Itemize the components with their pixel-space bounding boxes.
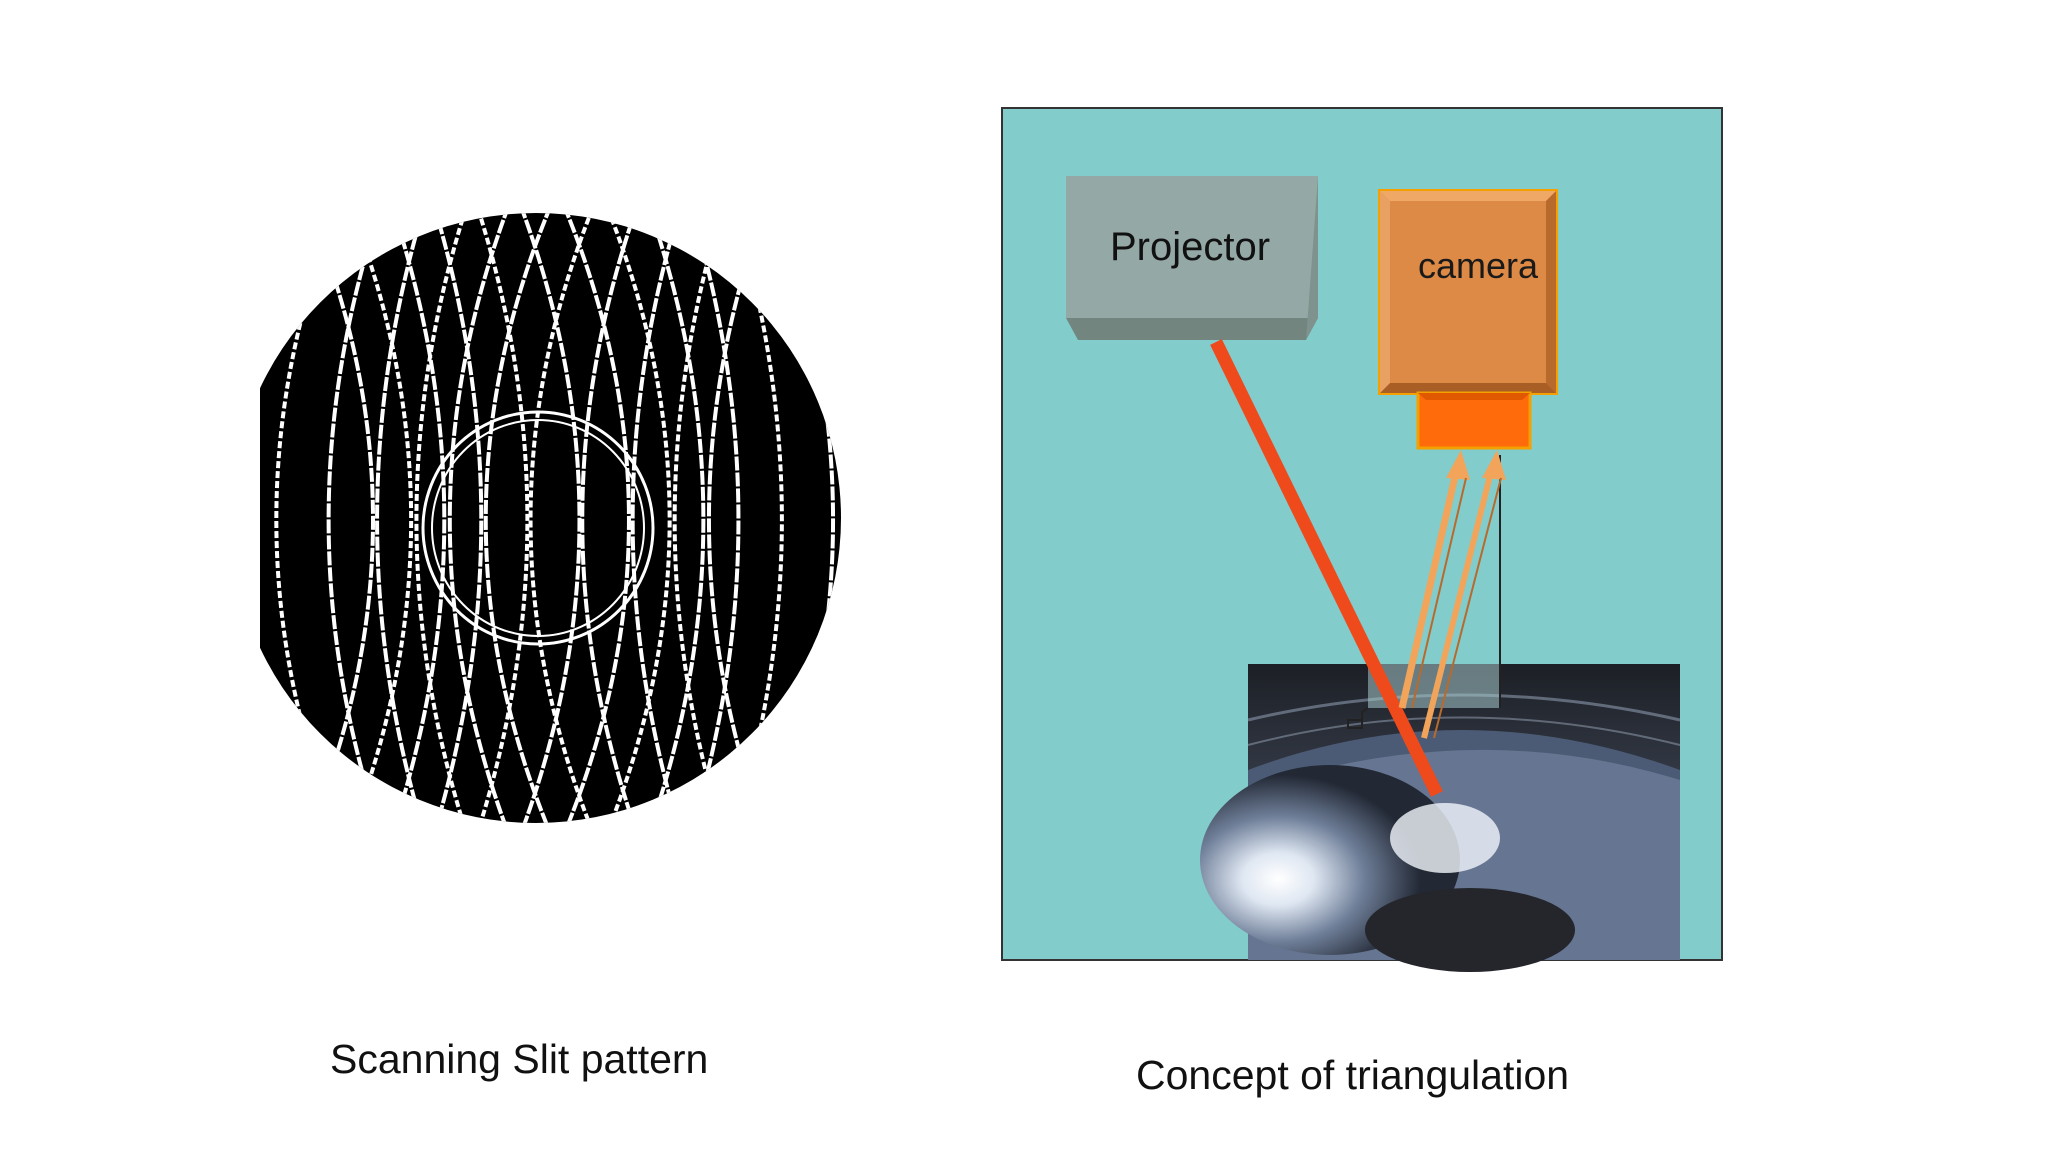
camera-label: camera xyxy=(1418,245,1539,286)
scanning-slit-disc xyxy=(260,213,841,823)
camera-lens xyxy=(1416,391,1532,450)
slit-line xyxy=(512,213,582,823)
slit-line xyxy=(580,213,645,823)
projector-beam xyxy=(1210,339,1443,797)
slit-line xyxy=(672,213,731,823)
projector-label: Projector xyxy=(1110,225,1270,269)
slit-line xyxy=(447,213,517,823)
reflected-rays xyxy=(1398,450,1506,739)
slit-line xyxy=(375,213,432,823)
slit-line xyxy=(326,213,389,823)
slit-line xyxy=(470,213,530,823)
slit-line xyxy=(483,213,560,823)
slit-line xyxy=(683,213,741,823)
camera-body: camera xyxy=(1378,189,1558,395)
arrowhead-right xyxy=(1482,450,1506,480)
surface-marker xyxy=(1347,707,1369,729)
eye-image xyxy=(1200,664,1681,972)
disc-background xyxy=(260,213,841,823)
slit-line xyxy=(384,213,447,823)
projector-box: Projector xyxy=(1066,176,1318,340)
slit-line xyxy=(555,213,631,823)
triangulation-caption: Concept of triangulation xyxy=(1136,1052,1570,1098)
slit-line xyxy=(414,213,474,823)
slit-pattern-caption: Scanning Slit pattern xyxy=(330,1036,709,1082)
slit-line xyxy=(640,213,706,823)
arrowhead-left xyxy=(1446,450,1470,480)
triangulation-diagram: Projector camera xyxy=(1001,107,1723,972)
central-ellipse xyxy=(421,410,655,646)
slit-line xyxy=(630,213,688,823)
slit-lines xyxy=(260,213,835,823)
slit-line xyxy=(427,213,484,823)
